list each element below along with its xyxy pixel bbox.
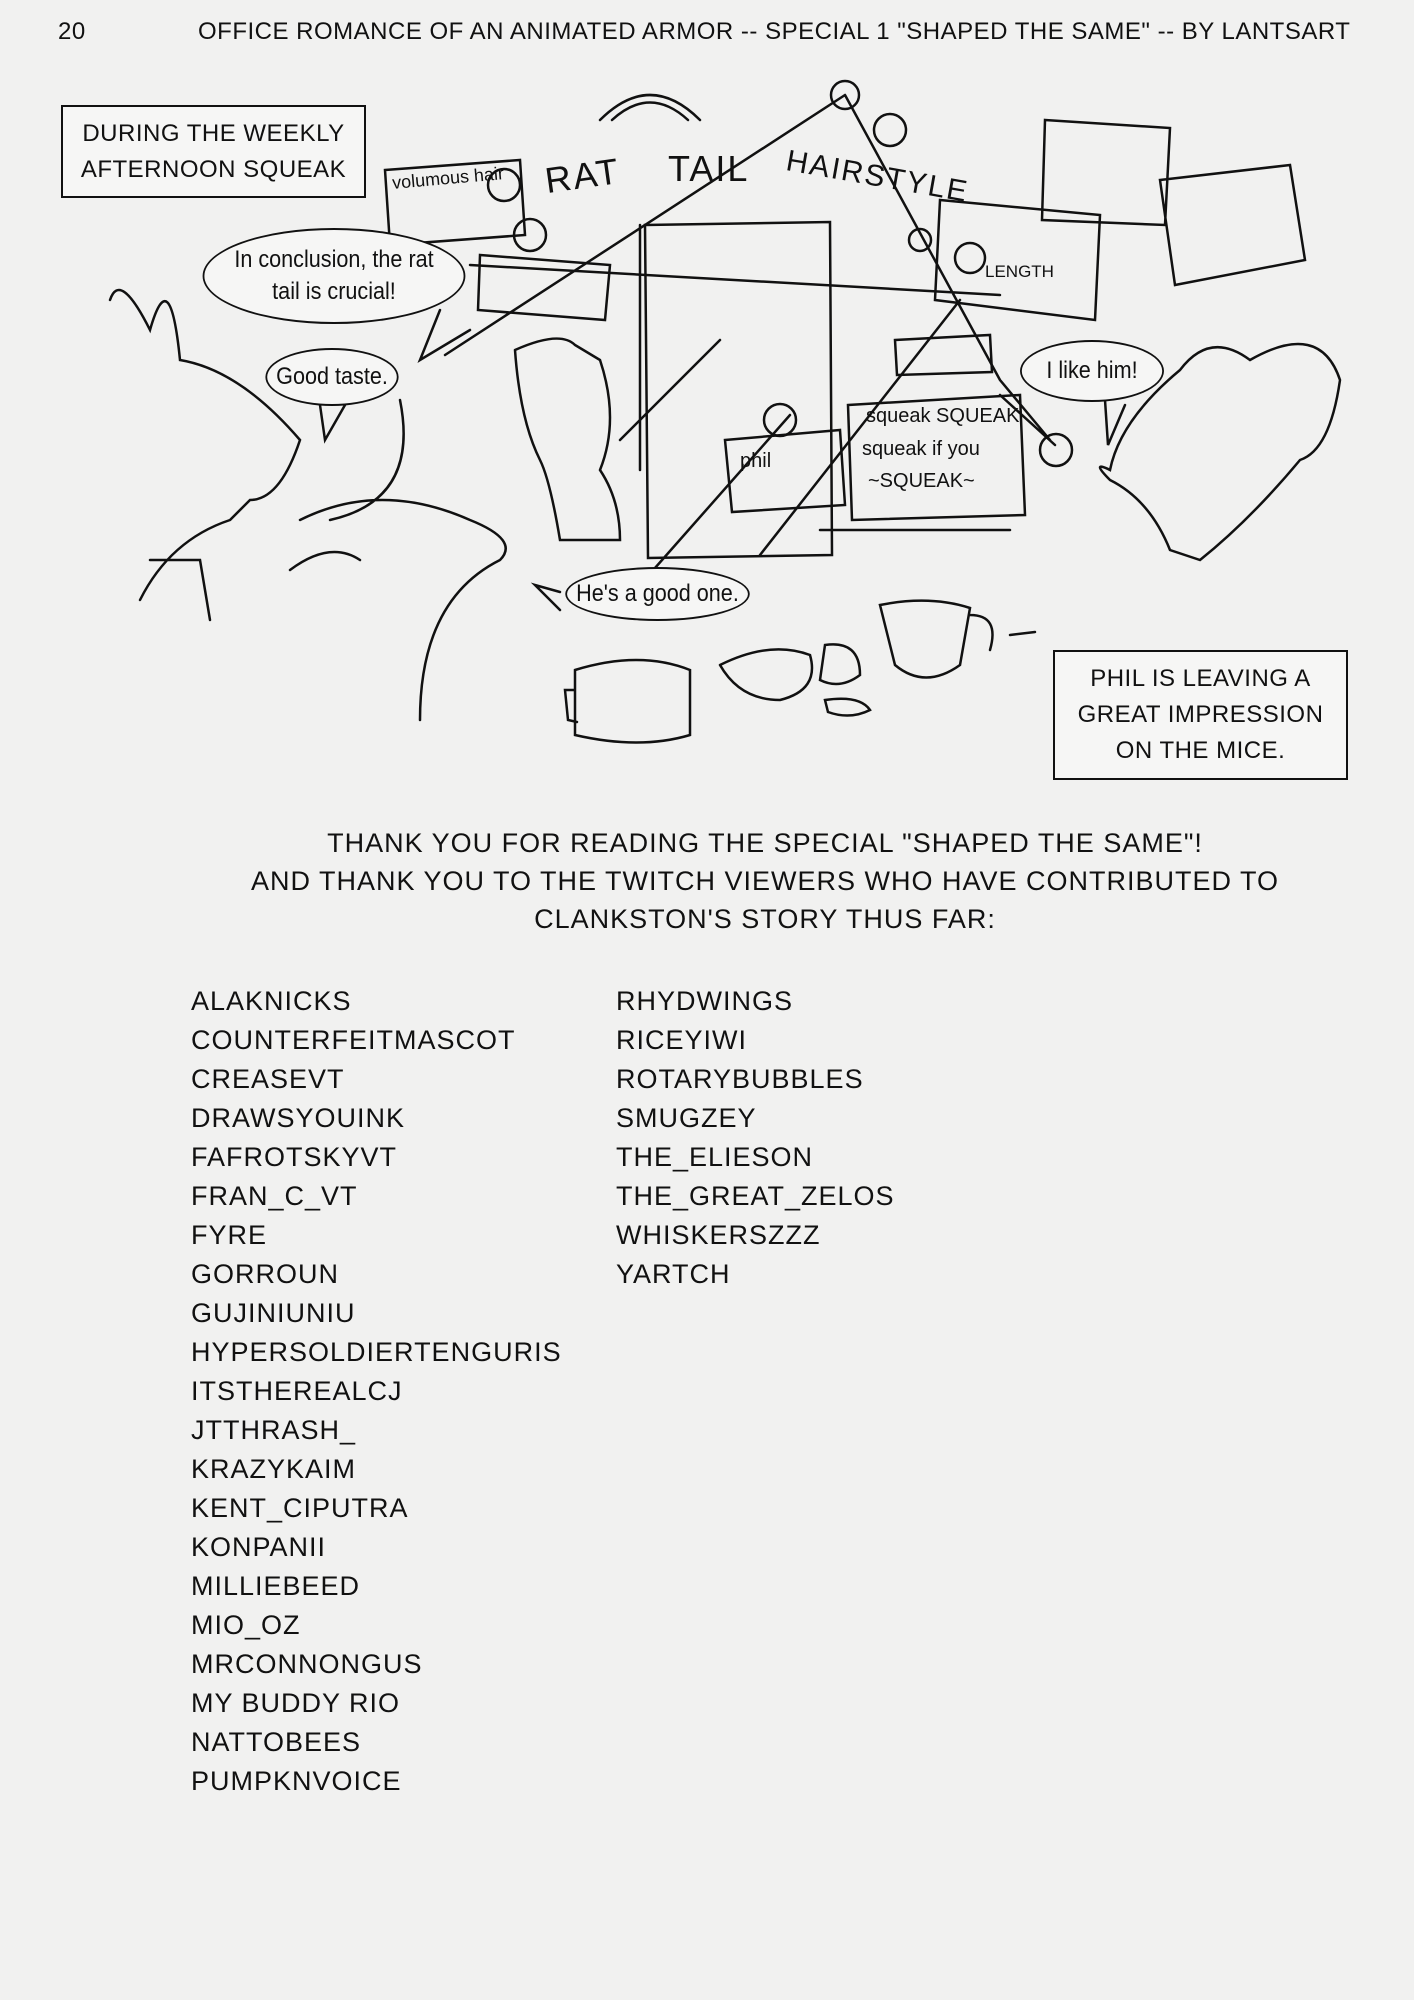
snacks-icon <box>718 643 872 717</box>
contributor-name: FAFROTSKYVT <box>191 1142 398 1172</box>
contributor-name: ROTARYBUBBLES <box>616 1064 864 1094</box>
contributor-name: YARTCH <box>616 1259 731 1289</box>
speech-bubble-like-him: I like him! <box>1020 340 1164 402</box>
board-note-phil: phil <box>740 450 772 472</box>
speech-bubble-good-one: He's a good one. <box>565 567 750 621</box>
mouse-character <box>1098 342 1342 562</box>
screen-frame <box>643 220 834 560</box>
board-word-tail: TAIL <box>668 148 750 189</box>
contributor-name: MRCONNONGUS <box>191 1649 423 1679</box>
teacup-icon <box>878 599 1037 679</box>
contributor-name: FYRE <box>191 1220 268 1250</box>
speech-bubble-good-taste: Good taste. <box>265 348 399 406</box>
contributor-name: CREASEVT <box>191 1064 345 1094</box>
contributor-name: NATTOBEES <box>191 1727 362 1757</box>
contributor-name: THE_GREAT_ZELOS <box>616 1181 895 1211</box>
contributor-name: KONPANII <box>191 1532 327 1562</box>
contributors-column-2: RHYDWINGS RICEYIWI ROTARYBUBBLES SMUGZEY THE… <box>616 982 895 1294</box>
board-note-squeak-1: squeak SQUEAK <box>866 405 1020 427</box>
contributor-name: KRAZYKAIM <box>191 1454 357 1484</box>
cat-presenter <box>513 337 722 542</box>
contributor-name: MIO_OZ <box>191 1610 301 1640</box>
thanks-line-2: AND THANK YOU TO THE TWITCH VIEWERS WHO … <box>250 866 1280 896</box>
page-number: 20 <box>58 18 86 45</box>
mug-icon <box>563 658 692 744</box>
board-note-squeak-2: squeak if you <box>862 438 980 460</box>
board-note-length: LENGTH <box>985 262 1054 281</box>
caption-bottom: PHIL IS LEAVING A GREAT IMPRESSION ON TH… <box>1053 650 1348 780</box>
contributor-name: GUJINIUNIU <box>191 1298 356 1328</box>
contributors-column-1: ALAKNICKS COUNTERFEITMASCOT CREASEVT DRAWSY… <box>191 982 562 1801</box>
contributor-name: ITSTHEREALCJ <box>191 1376 403 1406</box>
contributor-name: GORROUN <box>191 1259 339 1289</box>
thanks-line-1: THANK YOU FOR READING THE SPECIAL "SHAPE… <box>327 828 1203 858</box>
board-note-squeak-3: ~SQUEAK~ <box>868 470 975 492</box>
rabbit-character <box>108 288 302 622</box>
contributor-name: FRAN_C_VT <box>191 1181 358 1211</box>
contributor-name: MY BUDDY RIO <box>191 1688 401 1718</box>
contributor-name: SMUGZEY <box>616 1103 757 1133</box>
page-header-title: OFFICE ROMANCE OF AN ANIMATED ARMOR -- S… <box>198 18 1351 45</box>
caption-top: DURING THE WEEKLY AFTERNOON SQUEAK <box>61 105 366 198</box>
contributor-name: RICEYIWI <box>616 1025 748 1055</box>
string-lines <box>443 93 1057 587</box>
contributor-name: COUNTERFEITMASCOT <box>191 1025 516 1055</box>
contributor-name: RHYDWINGS <box>616 986 793 1016</box>
comic-panel-illustration <box>108 79 1342 744</box>
contributor-name: HYPERSOLDIERTENGURIS <box>191 1337 562 1367</box>
speech-bubble-presenter: In conclusion, the rat tail is crucial! <box>202 228 466 324</box>
contributor-name: JTTHRASH_ <box>191 1415 357 1445</box>
rat-character <box>288 398 507 722</box>
contributor-name: ALAKNICKS <box>191 986 352 1016</box>
contributor-name: DRAWSYOUINK <box>191 1103 406 1133</box>
contributor-name: PUMPKNVOICE <box>191 1766 402 1796</box>
contributor-name: THE_ELIESON <box>616 1142 814 1172</box>
contributor-name: WHISKERSZZZ <box>616 1220 821 1250</box>
contributor-name: KENT_CIPUTRA <box>191 1493 409 1523</box>
thanks-line-3: CLANKSTON'S STORY THUS FAR: <box>534 904 996 934</box>
contributor-name: MILLIEBEED <box>191 1571 361 1601</box>
